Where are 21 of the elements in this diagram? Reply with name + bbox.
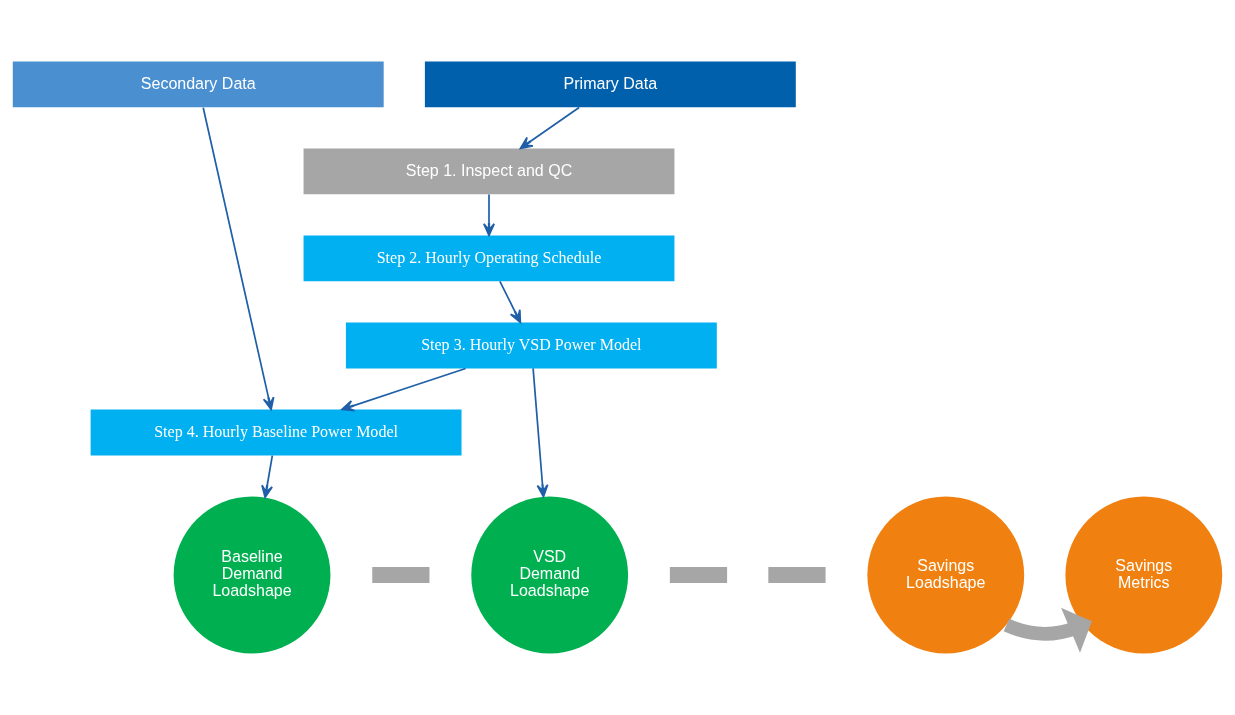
- arrow: [483, 193, 495, 237]
- arrow: [499, 280, 522, 324]
- arrow: [1003, 607, 1092, 653]
- node-bar: [669, 567, 728, 583]
- node-bar: [768, 567, 826, 583]
- node-box: Secondary Data: [12, 61, 384, 108]
- node-box: Step 3. Hourly VSD Power Model: [345, 322, 717, 369]
- arrow: [202, 106, 275, 411]
- node-box: Primary Data: [424, 61, 796, 108]
- arrow: [519, 106, 580, 150]
- arrow: [261, 454, 274, 499]
- node-circle: Savings Loadshape: [867, 496, 1025, 654]
- arrow: [341, 367, 467, 412]
- node-circle: VSD Demand Loadshape: [471, 496, 629, 654]
- arrow: [532, 367, 549, 498]
- node-box: Step 1. Inspect and QC: [303, 148, 675, 195]
- node-bar: [372, 567, 430, 583]
- node-circle: Savings Metrics: [1065, 496, 1223, 654]
- node-box: Step 2. Hourly Operating Schedule: [303, 235, 675, 282]
- node-box: Step 4. Hourly Baseline Power Model: [90, 409, 462, 456]
- node-circle: Baseline Demand Loadshape: [173, 496, 331, 654]
